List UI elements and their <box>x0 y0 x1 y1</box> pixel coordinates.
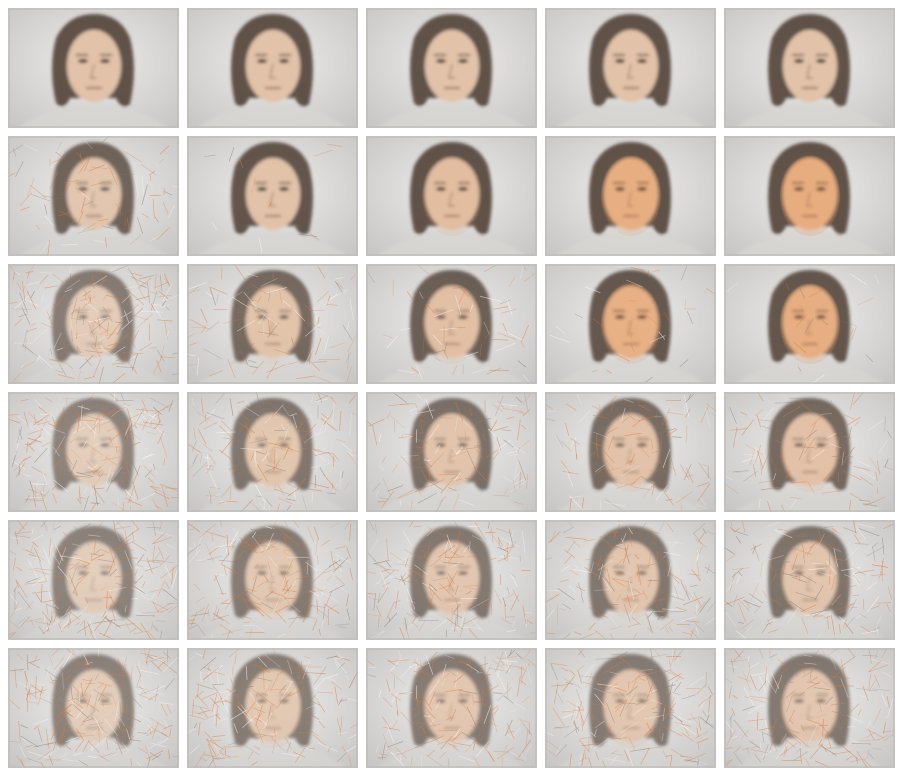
reconstruction-tile-r5-c3 <box>366 520 537 640</box>
reconstruction-tile-r2-c5 <box>724 136 895 256</box>
reconstruction-tile-r1-c3 <box>366 8 537 128</box>
reconstruction-tile-r3-c4 <box>545 264 716 384</box>
face-image <box>187 8 358 128</box>
reconstruction-tile-r4-c1 <box>8 392 179 512</box>
face-image <box>366 264 537 384</box>
face-image <box>545 136 716 256</box>
reconstruction-tile-r5-c2 <box>187 520 358 640</box>
reconstruction-tile-r2-c1 <box>8 136 179 256</box>
reconstruction-tile-r5-c1 <box>8 520 179 640</box>
reconstruction-tile-r6-c5 <box>724 648 895 768</box>
face-image <box>545 520 716 640</box>
face-image <box>545 648 716 768</box>
face-image <box>8 520 179 640</box>
reconstruction-tile-r1-c4 <box>545 8 716 128</box>
face-image <box>187 392 358 512</box>
reconstruction-tile-r6-c3 <box>366 648 537 768</box>
reconstruction-tile-r2-c2 <box>187 136 358 256</box>
face-image <box>366 136 537 256</box>
reconstruction-tile-r4-c2 <box>187 392 358 512</box>
reconstruction-tile-r1-c2 <box>187 8 358 128</box>
reconstruction-tile-r6-c2 <box>187 648 358 768</box>
face-image <box>366 392 537 512</box>
face-image <box>366 520 537 640</box>
face-image <box>8 264 179 384</box>
reconstruction-tile-r3-c2 <box>187 264 358 384</box>
face-image <box>8 392 179 512</box>
reconstruction-tile-r3-c1 <box>8 264 179 384</box>
face-image <box>366 8 537 128</box>
face-image <box>366 648 537 768</box>
face-image <box>8 648 179 768</box>
face-image <box>187 264 358 384</box>
face-image <box>187 648 358 768</box>
reconstruction-tile-r5-c4 <box>545 520 716 640</box>
face-image <box>724 136 895 256</box>
reconstruction-tile-r4-c3 <box>366 392 537 512</box>
reconstruction-tile-r5-c5 <box>724 520 895 640</box>
face-image <box>724 392 895 512</box>
face-image <box>724 520 895 640</box>
reconstruction-tile-r1-c1 <box>8 8 179 128</box>
face-image <box>545 264 716 384</box>
reconstruction-tile-r3-c3 <box>366 264 537 384</box>
reconstruction-tile-r3-c5 <box>724 264 895 384</box>
reconstruction-tile-r6-c4 <box>545 648 716 768</box>
reconstruction-tile-r4-c4 <box>545 392 716 512</box>
reconstruction-tile-r6-c1 <box>8 648 179 768</box>
face-image <box>8 8 179 128</box>
face-image <box>545 392 716 512</box>
face-image <box>724 264 895 384</box>
face-image <box>187 520 358 640</box>
reconstruction-tile-r4-c5 <box>724 392 895 512</box>
face-image <box>545 8 716 128</box>
reconstruction-tile-r2-c4 <box>545 136 716 256</box>
reconstruction-tile-r2-c3 <box>366 136 537 256</box>
reconstruction-tile-r1-c5 <box>724 8 895 128</box>
face-image <box>187 136 358 256</box>
face-image <box>724 648 895 768</box>
face-image <box>8 136 179 256</box>
face-image <box>724 8 895 128</box>
